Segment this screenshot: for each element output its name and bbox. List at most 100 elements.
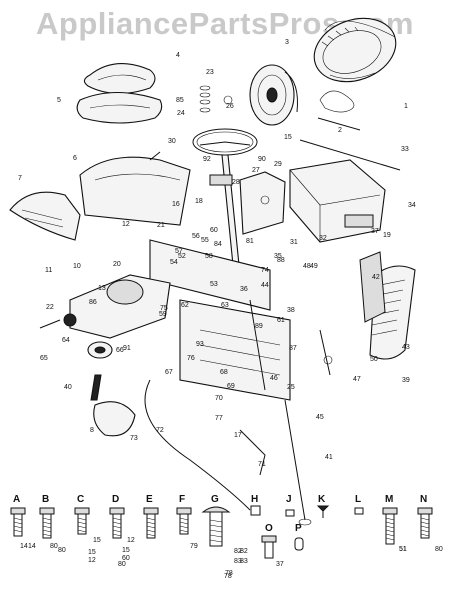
washer-l-icon[interactable]	[354, 507, 364, 515]
hardware-sub-b: 80	[58, 547, 66, 554]
screw-k-icon[interactable]	[316, 505, 330, 518]
callout-83: 83	[234, 558, 242, 565]
callout-43: 43	[402, 344, 410, 351]
callout-85: 85	[176, 97, 184, 104]
hardware-letter-c: C	[77, 494, 84, 505]
callout-67: 67	[165, 369, 173, 376]
callout-50: 50	[370, 356, 378, 363]
bolt-a-icon[interactable]	[10, 507, 26, 537]
dash-panel[interactable]	[239, 171, 286, 235]
callout-58: 58	[205, 253, 213, 260]
callout-48: 48	[303, 263, 311, 270]
seat[interactable]	[83, 63, 156, 95]
callout-75: 75	[160, 305, 168, 312]
callout-19: 19	[383, 232, 391, 239]
drive-pulley[interactable]	[87, 341, 113, 359]
front-axle-assembly[interactable]	[39, 274, 171, 339]
callout-26: 26	[226, 103, 234, 110]
carriage-bolt-g-icon[interactable]	[201, 506, 231, 547]
callout-71: 71	[258, 461, 266, 468]
callout-24: 24	[177, 110, 185, 117]
callout-20: 20	[113, 261, 121, 268]
bolt-c-icon[interactable]	[74, 507, 90, 535]
bolt-d-icon[interactable]	[109, 507, 125, 539]
callout-68: 68	[220, 369, 228, 376]
callout-56: 56	[192, 233, 200, 240]
hardware-sub-d: 12	[127, 537, 135, 544]
wheel-weight-bracket[interactable]	[317, 90, 361, 131]
drive-belt[interactable]	[144, 379, 251, 511]
clutch-linkage[interactable]	[249, 299, 333, 391]
callout-69: 69	[227, 383, 235, 390]
callout-66: 66	[116, 347, 124, 354]
hardware-extra-label: 15	[122, 547, 130, 554]
hardware-letter-n: N	[420, 494, 427, 505]
callout-16: 16	[172, 201, 180, 208]
callout-51: 51	[399, 546, 407, 553]
callout-78: 78	[225, 570, 233, 577]
callout-92: 92	[203, 156, 211, 163]
bolt-e-icon[interactable]	[143, 507, 159, 539]
drag-link-rod[interactable]	[299, 139, 401, 171]
hardware-sub-m: 51	[399, 546, 407, 553]
rear-tire[interactable]	[305, 7, 404, 92]
hardware-sub-n: 80	[435, 546, 443, 553]
callout-37: 37	[371, 228, 379, 235]
callout-89: 89	[255, 323, 263, 330]
callout-88: 88	[277, 257, 285, 264]
shift-rod[interactable]	[284, 399, 312, 526]
wheel-rim[interactable]	[249, 64, 298, 126]
callout-13: 13	[98, 285, 106, 292]
callout-27: 27	[252, 167, 260, 174]
steering-wheel[interactable]	[192, 128, 258, 156]
hood[interactable]	[79, 151, 191, 226]
callout-23: 23	[206, 69, 214, 76]
hardware-extra-label: 15	[88, 549, 96, 556]
nut-h-icon[interactable]	[250, 505, 261, 516]
battery-box[interactable]	[289, 159, 386, 243]
plug-p-icon[interactable]	[294, 537, 304, 551]
callout-34: 34	[408, 202, 416, 209]
front-grille-panel[interactable]	[9, 191, 81, 241]
callout-57: 57	[175, 248, 183, 255]
callout-76: 76	[187, 355, 195, 362]
hardware-letter-p: P	[295, 523, 302, 534]
grille-43[interactable]	[359, 251, 416, 360]
callout-7: 7	[18, 175, 22, 182]
hardware-sub-f: 79	[190, 543, 198, 550]
lift-rod[interactable]	[239, 429, 266, 476]
side-shield[interactable]	[93, 401, 136, 437]
callout-22: 22	[46, 304, 54, 311]
callout-42: 42	[372, 274, 380, 281]
callout-93: 93	[196, 341, 204, 348]
bolt-o-icon[interactable]	[261, 535, 277, 559]
callout-2: 2	[338, 127, 342, 134]
callout-38: 38	[287, 307, 295, 314]
brake-pedal[interactable]	[90, 374, 102, 401]
bolt-m-icon[interactable]	[382, 507, 398, 545]
hardware-row	[10, 505, 433, 559]
callout-60: 60	[210, 227, 218, 234]
hardware-letter-b: B	[42, 494, 49, 505]
seat-cushion[interactable]	[76, 91, 163, 124]
nut-j-icon[interactable]	[285, 509, 295, 517]
callout-10: 10	[73, 263, 81, 270]
hardware-letter-e: E	[146, 494, 153, 505]
seat-spring-stack[interactable]	[199, 85, 233, 113]
hardware-extra-label: 78	[224, 573, 232, 580]
bolt-n-icon[interactable]	[417, 507, 433, 539]
callout-18: 18	[195, 198, 203, 205]
hardware-extra-label: 12	[88, 557, 96, 564]
callout-70: 70	[215, 395, 223, 402]
bolt-f-icon[interactable]	[176, 507, 192, 535]
callout-46: 46	[270, 375, 278, 382]
callout-45: 45	[316, 414, 324, 421]
callout-1: 1	[404, 103, 408, 110]
bolt-b-icon[interactable]	[39, 507, 55, 539]
callout-55: 55	[201, 237, 209, 244]
callout-77: 77	[215, 415, 223, 422]
callout-54: 54	[170, 259, 178, 266]
hardware-extra-label: 37	[276, 561, 284, 568]
callout-12: 12	[122, 221, 130, 228]
